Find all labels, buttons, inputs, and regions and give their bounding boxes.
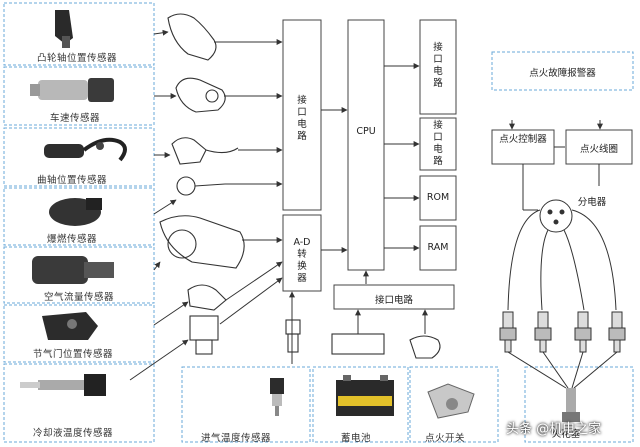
- label-camshaft-sensor: 凸轮轴位置传感器: [37, 53, 118, 64]
- speed-sensor-photo: [30, 78, 114, 102]
- signal-lines: [129, 29, 603, 381]
- watermark-text: 头条 @机电之家: [506, 422, 602, 437]
- frame-battery: [312, 366, 409, 443]
- label-spark-plug: 火花塞: [551, 429, 581, 440]
- label-speed-sensor: 车速传感器: [50, 113, 101, 124]
- coolant-sensor-photo: [20, 374, 106, 396]
- label-ignition-control: 点火控制器: [499, 134, 547, 145]
- spark-leader-lines: [507, 351, 618, 389]
- label-interface-left: 接口电路: [297, 95, 307, 142]
- label-interface-bottom: 接口电路: [374, 295, 413, 306]
- distributor-drawing: [507, 199, 617, 311]
- label-throttle-sensor: 节气门位置传感器: [33, 349, 114, 360]
- ecu-boxes: [282, 19, 633, 310]
- crankshaft-sensor-photo: [44, 137, 127, 162]
- airflow-sensor-photo: [32, 256, 114, 284]
- sensor-line-drawings: [159, 13, 441, 359]
- spark-plugs: [499, 311, 626, 353]
- label-cpu: CPU: [356, 126, 376, 137]
- label-interface-top: 接口电路: [433, 42, 443, 89]
- label-battery: 蓄电池: [341, 433, 372, 444]
- spark-plug-1: [499, 311, 517, 353]
- frame-intake: [181, 366, 311, 443]
- frame-alarm: [491, 51, 634, 91]
- label-intake-temp-sensor: 进气温度传感器: [201, 433, 272, 444]
- frame-switch: [409, 366, 499, 443]
- spark-plug-photo: [562, 388, 580, 422]
- intake-temp-photo: [270, 378, 284, 416]
- box-ignition-coil: [565, 129, 633, 165]
- battery-photo: [336, 375, 394, 416]
- label-coolant-sensor: 冷却液温度传感器: [33, 428, 114, 439]
- sensor-frames: [3, 2, 634, 443]
- frame-spark: [524, 366, 634, 443]
- frame-airflow: [3, 246, 155, 304]
- spark-plug-3: [574, 311, 592, 353]
- ad-char-4: 器: [297, 273, 307, 284]
- spark-plug-4: [608, 311, 626, 353]
- box-ad-converter: [282, 214, 322, 292]
- label-knock-sensor: 爆燃传感器: [47, 234, 98, 245]
- label-ram: RAM: [427, 242, 449, 253]
- frame-crankshaft: [3, 127, 155, 187]
- ad-char-2: 转: [297, 249, 307, 260]
- knock-sensor-photo: [49, 198, 102, 226]
- box-interface-top: [419, 19, 457, 115]
- label-crankshaft-sensor: 曲轴位置传感器: [37, 175, 108, 186]
- frame-coolant: [3, 363, 155, 443]
- box-ignition-control: [491, 129, 555, 165]
- throttle-sensor-photo: [42, 312, 98, 340]
- label-interface-mid: 接口电路: [433, 120, 443, 167]
- frame-throttle: [3, 304, 155, 363]
- ignition-switch-photo: [427, 383, 475, 419]
- label-rom: ROM: [426, 192, 450, 203]
- label-airflow-sensor: 空气流量传感器: [44, 292, 115, 303]
- frame-knock: [3, 187, 155, 246]
- spark-plug-2: [534, 311, 552, 353]
- frame-speed: [3, 66, 155, 126]
- label-ad-converter: A-D 转 换 器: [284, 237, 320, 285]
- box-interface-left: [282, 19, 322, 211]
- label-fault-alarm: 点火故障报警器: [529, 68, 596, 79]
- label-ignition-coil: 点火线圈: [579, 144, 618, 155]
- box-ram: [419, 225, 457, 271]
- ad-char-1: A-D: [293, 237, 311, 248]
- box-interface-mid: [419, 117, 457, 171]
- box-cpu: [347, 19, 385, 271]
- camshaft-sensor-photo: [55, 10, 73, 48]
- label-ignition-switch: 点火开关: [425, 433, 466, 444]
- ad-char-3: 换: [297, 261, 307, 272]
- label-distributor: 分电器: [577, 197, 607, 208]
- box-rom: [419, 175, 457, 221]
- box-interface-bottom: [333, 284, 455, 310]
